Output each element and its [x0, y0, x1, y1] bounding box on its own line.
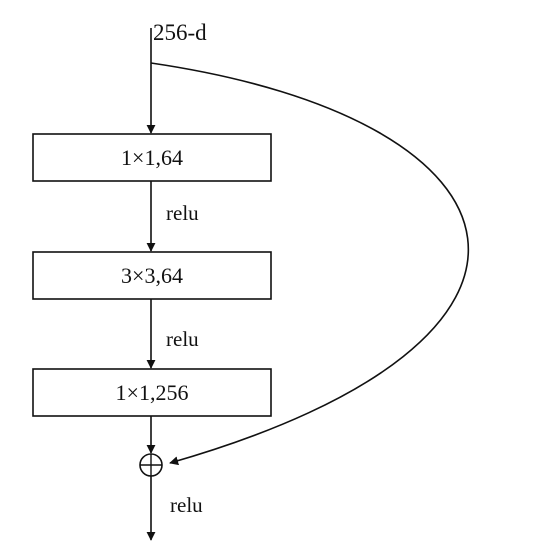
skip-connection-arrow — [150, 62, 470, 466]
input-dimension-label: 256-d — [153, 20, 207, 45]
relu-label-2: relu — [166, 327, 199, 351]
conv-layer-2-box — [32, 251, 272, 300]
conv-layer-1-box — [32, 133, 272, 182]
conv-layer-3-box — [32, 368, 272, 417]
relu-label-3: relu — [170, 493, 203, 517]
conv-layer-1-label: 1×1,64 — [121, 145, 183, 170]
relu-label-1: relu — [166, 201, 199, 225]
conv-layer-3-label: 1×1,256 — [116, 380, 189, 405]
conv-layer-2-label: 3×3,64 — [121, 263, 183, 288]
addition-node — [139, 453, 163, 477]
